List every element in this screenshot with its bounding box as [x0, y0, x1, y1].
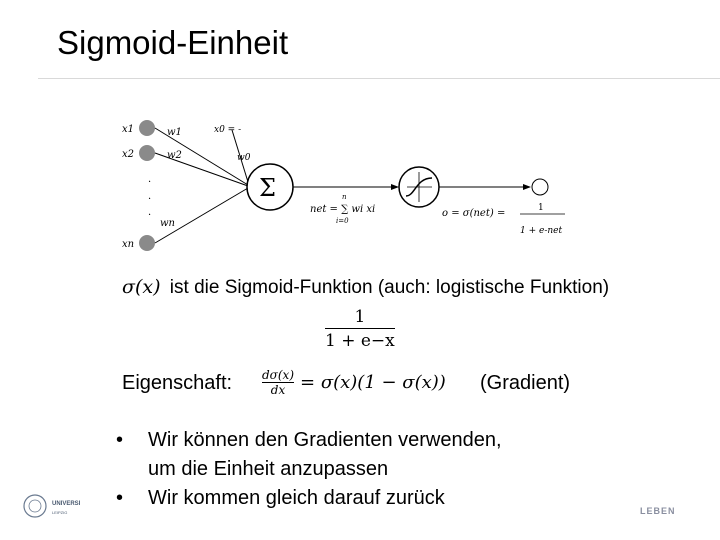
title-divider: [38, 78, 720, 79]
input-label-n: xn: [122, 239, 134, 250]
derivative-rhs: = σ(x)(1 − σ(x)): [300, 372, 446, 393]
bullet-text: um die Einheit anzupassen: [148, 458, 389, 480]
sigmoid-denominator: 1 + e−x: [325, 331, 395, 351]
seal-icon: [23, 494, 47, 518]
weight-label-2: w2: [167, 150, 182, 161]
output-frac-den: 1 + e-net: [520, 226, 562, 236]
sum-symbol: Σ: [259, 174, 276, 202]
output-node: [531, 178, 549, 196]
bullet-dot-icon: •: [116, 429, 124, 451]
university-logo: UNIVERSI LEIPZIG: [23, 494, 81, 518]
sigmoid-text: ist die Sigmoid-Funktion (auch: logistis…: [169, 277, 610, 298]
sigmoid-formula: 1 1 + e−x: [325, 307, 395, 351]
bias-weight-label: w0: [237, 153, 251, 163]
output-label: o = σ(net) =: [442, 208, 505, 219]
bullet-item: • Wir können den Gradienten verwenden,: [116, 426, 502, 455]
svg-text:·: ·: [148, 194, 151, 205]
input-node-2: [139, 145, 155, 161]
slide-title: Sigmoid-Einheit: [57, 24, 289, 61]
output-frac-num: 1: [538, 203, 544, 213]
bullet-continuation: um die Einheit anzupassen: [116, 455, 502, 484]
input-label-1: x1: [122, 124, 134, 135]
sigmoid-definition: σ(x) ist die Sigmoid-Funktion (auch: log…: [122, 276, 609, 299]
derivative-numerator: dσ(x): [262, 368, 295, 383]
logo-wordmark: UNIVERSI: [52, 501, 81, 507]
input-node-n: [139, 235, 155, 251]
bullet-text: Wir kommen gleich darauf zurück: [148, 487, 445, 509]
sigmoid-symbol: σ(x): [122, 276, 161, 298]
footer-leben: LEBEN: [640, 506, 676, 516]
derivative-denominator: dx: [270, 383, 286, 397]
bias-input-label: x0 = -: [214, 125, 241, 135]
sigmoid-unit-diagram: · · · x1 x2 xn w1 w2 wn x0 = - w0 Σ n ne…: [122, 120, 565, 251]
input-label-2: x2: [122, 149, 134, 160]
svg-text:·: ·: [148, 210, 151, 221]
bullet-list: • Wir können den Gradienten verwenden, u…: [116, 426, 502, 513]
derivative-fraction: dσ(x) dx: [262, 368, 295, 397]
derivative-formula: dσ(x) dx = σ(x)(1 − σ(x)): [262, 368, 446, 397]
weight-label-1: w1: [167, 127, 182, 138]
input-node-1: [139, 120, 155, 136]
net-sub: i=0: [336, 217, 349, 225]
bullet-item: • Wir kommen gleich darauf zurück: [116, 484, 502, 513]
bullet-dot-icon: •: [116, 487, 124, 509]
net-label: net = ∑ wi xi: [310, 204, 375, 215]
net-top: n: [342, 193, 347, 201]
bullet-text: Wir können den Gradienten verwenden,: [148, 429, 502, 451]
property-label: Eigenschaft:: [122, 372, 233, 394]
sigmoid-numerator: 1: [325, 307, 395, 329]
weight-label-n: wn: [160, 218, 175, 229]
logo-subtext: LEIPZIG: [52, 510, 67, 515]
gradient-note: (Gradient): [480, 372, 571, 394]
svg-text:·: ·: [148, 177, 151, 188]
